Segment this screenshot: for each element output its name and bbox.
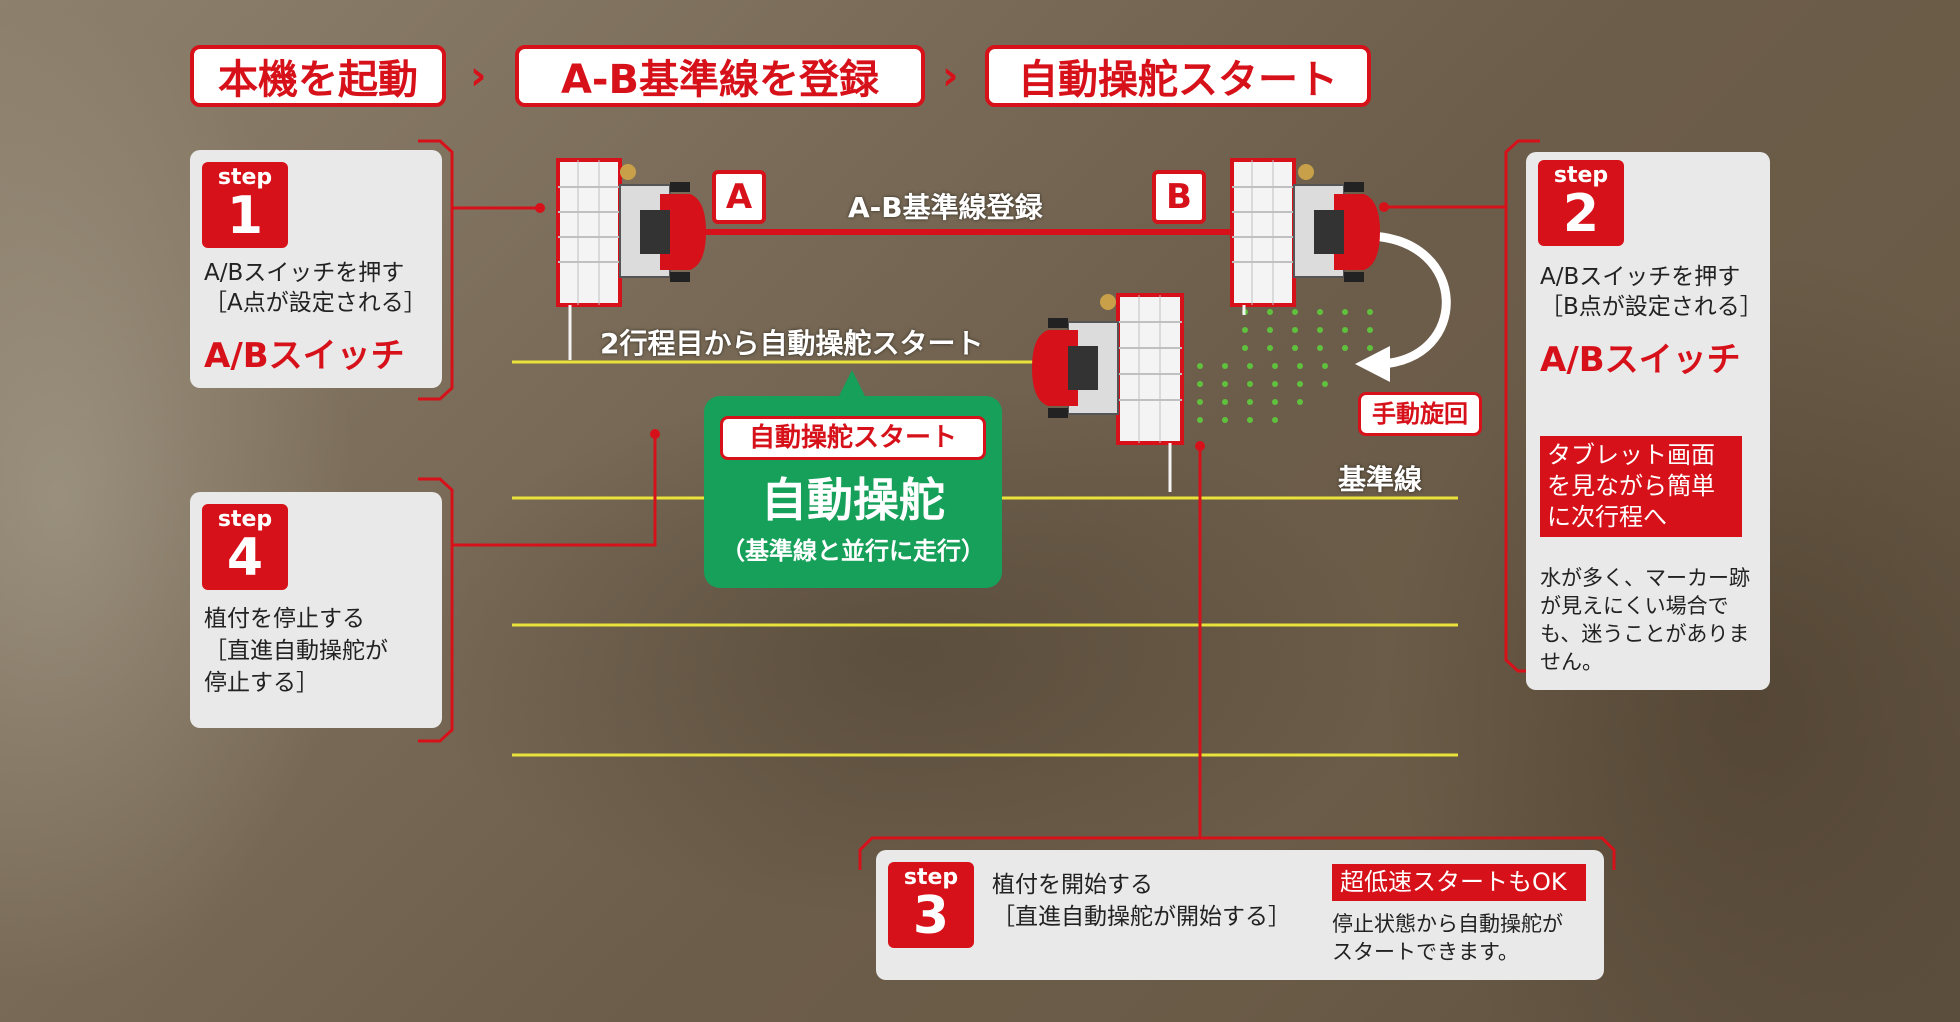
auto-steering-sub: （基準線と並行に走行）	[721, 537, 985, 565]
rice-transplanter-b	[1230, 158, 1380, 315]
rice-transplanter-a	[556, 158, 706, 360]
point-b-label: B	[1152, 170, 1206, 224]
step1-switch-name: A/Bスイッチ	[204, 336, 405, 376]
point-a-label: A	[712, 170, 766, 224]
step1-badge: step 1	[202, 162, 288, 248]
step4-panel: step 4 植付を停止する ［直進自動操舵が 停止する］	[190, 492, 442, 728]
manual-turn-arrow	[1369, 231, 1451, 369]
step3-note: 停止状態から自動操舵が スタートできます。	[1332, 912, 1563, 964]
flow-step-auto: 自動操舵スタート	[985, 45, 1371, 107]
base-line-label: 基準線	[1338, 463, 1423, 496]
auto-start-tag: 自動操舵スタート	[720, 416, 986, 460]
auto-steering-callout: 自動操舵スタート 自動操舵 （基準線と並行に走行）	[704, 396, 1002, 588]
step2-line2: ［B点が設定される］	[1540, 294, 1763, 320]
step4-line2: ［直進自動操舵が	[204, 638, 388, 664]
manual-turn-label: 手動旋回	[1358, 392, 1482, 436]
step2-connector	[1504, 139, 1540, 673]
flow-step-start: 本機を起動	[190, 45, 446, 107]
flow-step-register: A-B基準線を登録	[515, 45, 925, 107]
auto-steering-title: 自動操舵	[761, 473, 945, 527]
ab-base-line-label: A-B基準線登録	[848, 191, 1043, 224]
second-pass-label: 2行程目から自動操舵スタート	[600, 327, 984, 360]
step2-tablet-box: タブレット画面 を見ながら簡単 に次行程へ	[1540, 436, 1742, 537]
step2-badge: step 2	[1538, 160, 1624, 246]
step2-line1: A/Bスイッチを押す	[1540, 264, 1741, 290]
chevron-right-icon: ›	[942, 53, 959, 99]
step4-line1: 植付を停止する	[204, 606, 365, 632]
step1-line1: A/Bスイッチを押す	[204, 260, 405, 286]
rice-transplanter-c	[1032, 293, 1184, 492]
step3-line2: ［直進自動操舵が開始する］	[992, 904, 1291, 930]
step1-panel: step 1 A/Bスイッチを押す ［A点が設定される］ A/Bスイッチ	[190, 150, 442, 388]
step4-connector	[418, 477, 454, 743]
step2-number: 2	[1562, 184, 1600, 244]
step1-connector	[418, 139, 454, 401]
step4-number: 4	[226, 528, 264, 588]
step3-number: 3	[912, 886, 950, 946]
step2-switch-name: A/Bスイッチ	[1540, 340, 1741, 380]
step4-badge: step 4	[202, 504, 288, 590]
step1-number: 1	[226, 186, 264, 246]
step3-low-speed-box: 超低速スタートもOK	[1332, 864, 1586, 901]
step3-line1: 植付を開始する	[992, 872, 1153, 898]
planted-rows	[1197, 309, 1373, 423]
step3-panel: step 3 植付を開始する ［直進自動操舵が開始する］ 超低速スタートもOK …	[876, 850, 1604, 980]
step2-note: 水が多く、マーカー跡 が見えにくい場合で も、迷うことがありま せん。	[1540, 566, 1750, 674]
step4-line3: 停止する］	[204, 670, 319, 696]
step2-panel: step 2 A/Bスイッチを押す ［B点が設定される］ A/Bスイッチ タブレ…	[1526, 152, 1770, 690]
chevron-right-icon: ›	[470, 53, 487, 99]
step3-connector	[858, 836, 1616, 870]
step1-line2: ［A点が設定される］	[204, 290, 427, 316]
step3-badge: step 3	[888, 862, 974, 948]
